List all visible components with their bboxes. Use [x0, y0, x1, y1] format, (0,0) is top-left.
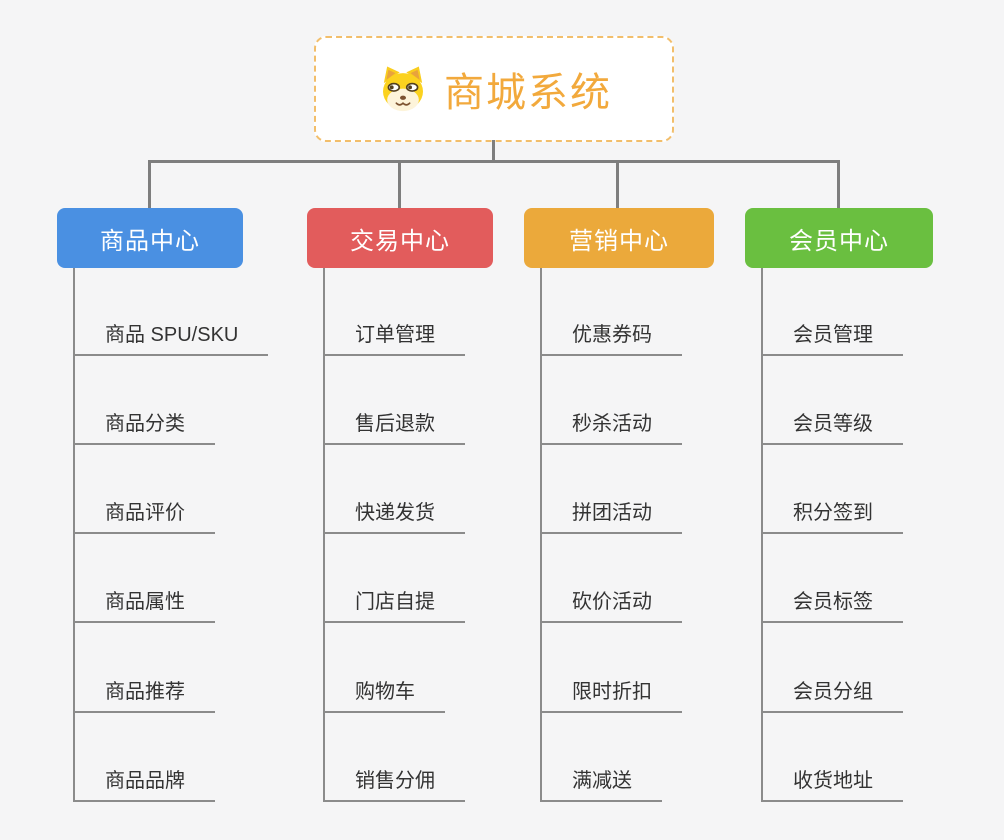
- leaf-node[interactable]: 商品属性: [73, 591, 215, 623]
- leaf-node[interactable]: 收货地址: [761, 770, 903, 802]
- leaf-node[interactable]: 快递发货: [323, 502, 465, 534]
- leaf-node[interactable]: 订单管理: [323, 324, 465, 356]
- leaf-node[interactable]: 会员管理: [761, 324, 903, 356]
- leaf-node[interactable]: 拼团活动: [540, 502, 682, 534]
- connector-bus-line: [148, 160, 840, 163]
- leaf-node[interactable]: 商品 SPU/SKU: [73, 324, 269, 356]
- connector-drop-line: [398, 160, 401, 208]
- leaf-node[interactable]: 商品品牌: [73, 770, 215, 802]
- branch-node[interactable]: 交易中心: [307, 208, 493, 268]
- leaf-node[interactable]: 满减送: [540, 770, 662, 802]
- leaf-node[interactable]: 优惠券码: [540, 324, 682, 356]
- leaf-node[interactable]: 会员等级: [761, 413, 903, 445]
- branch-column: 营销中心优惠券码秒杀活动拼团活动砍价活动限时折扣满减送: [524, 208, 784, 818]
- branch-node[interactable]: 会员中心: [745, 208, 933, 268]
- leaf-node[interactable]: 限时折扣: [540, 681, 682, 713]
- leaf-node[interactable]: 购物车: [323, 681, 445, 713]
- leaf-node[interactable]: 商品分类: [73, 413, 215, 445]
- leaf-node[interactable]: 售后退款: [323, 413, 465, 445]
- branch-trunk-line: [540, 268, 542, 802]
- leaf-node[interactable]: 砍价活动: [540, 591, 682, 623]
- leaf-node[interactable]: 销售分佣: [323, 770, 465, 802]
- branch-column: 会员中心会员管理会员等级积分签到会员标签会员分组收货地址: [745, 208, 1004, 818]
- branch-column: 交易中心订单管理售后退款快递发货门店自提购物车销售分佣: [307, 208, 567, 818]
- leaf-node[interactable]: 会员标签: [761, 591, 903, 623]
- root-connector-line: [492, 140, 495, 162]
- connector-drop-line: [616, 160, 619, 208]
- branch-trunk-line: [73, 268, 75, 802]
- dog-face-icon: [383, 66, 423, 112]
- connector-drop-line: [148, 160, 151, 208]
- leaf-node[interactable]: 积分签到: [761, 502, 903, 534]
- branch-node[interactable]: 营销中心: [524, 208, 714, 268]
- root-node[interactable]: 商城系统: [314, 36, 674, 142]
- connector-drop-line: [837, 160, 840, 208]
- branch-trunk-line: [323, 268, 325, 802]
- leaf-node[interactable]: 会员分组: [761, 681, 903, 713]
- root-title: 商城系统: [444, 71, 612, 115]
- branch-column: 商品中心商品 SPU/SKU 商品分类商品评价商品属性商品推荐商品品牌: [57, 208, 317, 818]
- leaf-node[interactable]: 商品评价: [73, 502, 215, 534]
- leaf-node[interactable]: 秒杀活动: [540, 413, 682, 445]
- branch-node[interactable]: 商品中心: [57, 208, 243, 268]
- leaf-node[interactable]: 商品推荐: [73, 681, 215, 713]
- branch-trunk-line: [761, 268, 763, 802]
- leaf-node[interactable]: 门店自提: [323, 591, 465, 623]
